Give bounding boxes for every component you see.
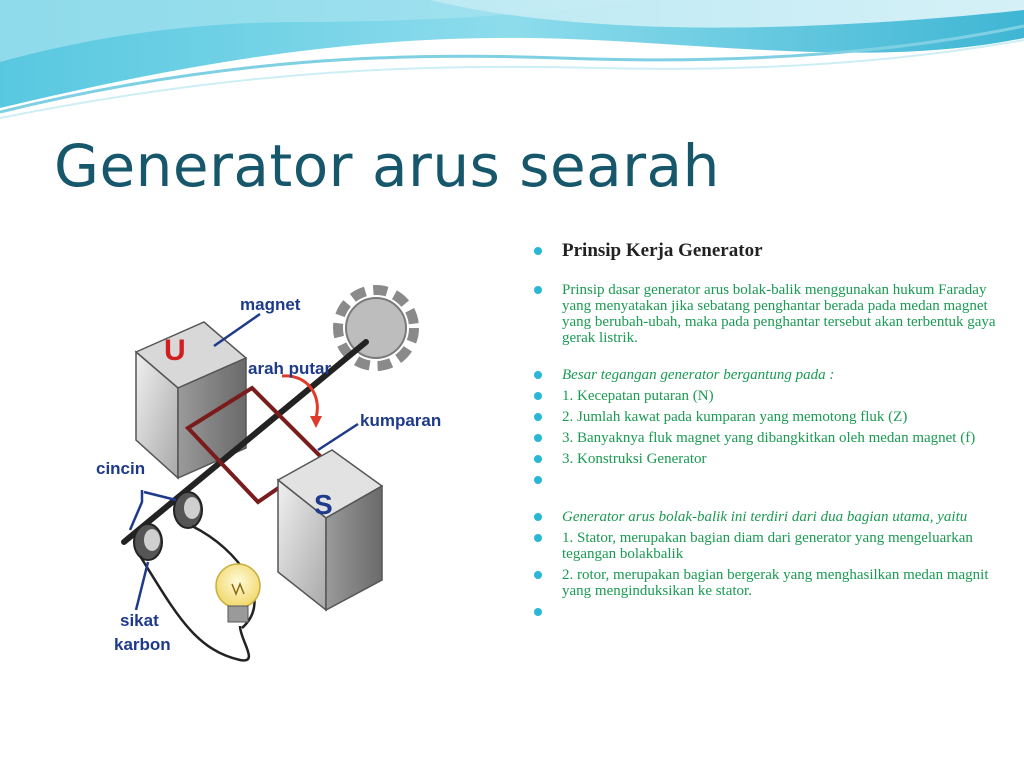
sikat-label: sikat xyxy=(120,611,159,630)
cincin-leader-line-2 xyxy=(143,490,177,502)
magnet-s-block xyxy=(276,449,384,612)
bullet-item: Generator arus bolak-balik ini terdiri d… xyxy=(530,509,1000,525)
bullet-item: 1. Stator, merupakan bagian diam dari ge… xyxy=(530,530,1000,562)
bullet-text: Generator arus bolak-balik ini terdiri d… xyxy=(562,509,968,525)
slip-rings xyxy=(133,491,203,561)
bullet-dot-icon xyxy=(534,534,542,542)
bullet-dot-icon xyxy=(534,286,542,294)
header-wave-decoration xyxy=(0,0,1024,119)
bullet-item xyxy=(530,604,1000,620)
magnet-label: magnet xyxy=(240,295,301,314)
bullet-dot-icon xyxy=(534,371,542,379)
pole-u-label: U xyxy=(164,334,186,367)
sikat-leader-line xyxy=(134,561,150,611)
magnet-leader-line xyxy=(213,312,261,348)
bullet-dot-icon xyxy=(534,455,542,463)
bullet-dot-icon xyxy=(534,392,542,400)
bullet-item: 2. rotor, merupakan bagian bergerak yang… xyxy=(530,567,1000,599)
bullet-item: 3. Konstruksi Generator xyxy=(530,451,1000,467)
magnet-u-block xyxy=(134,321,248,480)
bullet-item: 2. Jumlah kawat pada kumparan yang memot… xyxy=(530,409,1000,425)
bullet-dot-icon xyxy=(534,513,542,521)
cincin-label: cincin xyxy=(96,459,145,478)
bullet-text: 2. Jumlah kawat pada kumparan yang memot… xyxy=(562,409,908,425)
circuit-wire xyxy=(138,555,251,662)
light-bulb-icon xyxy=(215,563,261,623)
slide-title: Generator arus searah xyxy=(54,132,720,200)
bullet-dot-icon xyxy=(534,476,542,484)
bullet-dot-icon xyxy=(534,247,542,255)
bullet-item: Prinsip Kerja Generator xyxy=(530,240,1000,262)
bullet-text: 2. rotor, merupakan bagian bergerak yang… xyxy=(562,567,989,599)
bullet-text: 3. Konstruksi Generator xyxy=(562,451,707,467)
bullet-item: 1. Kecepatan putaran (N) xyxy=(530,388,1000,404)
rotor-shaft xyxy=(121,339,369,545)
karbon-label: karbon xyxy=(114,635,171,654)
bullet-text: 1. Kecepatan putaran (N) xyxy=(562,388,714,404)
bullet-dot-icon xyxy=(534,571,542,579)
kumparan-leader-line xyxy=(317,422,359,452)
bullet-text: 3. Banyaknya fluk magnet yang dibangkitk… xyxy=(562,430,976,446)
bullet-item: Prinsip dasar generator arus bolak-balik… xyxy=(530,282,1000,346)
cincin-leader-line xyxy=(128,490,144,531)
bullet-dot-icon xyxy=(534,434,542,442)
bullet-text: Prinsip dasar generator arus bolak-balik… xyxy=(562,282,996,346)
bullet-dot-icon xyxy=(534,608,542,616)
pole-s-label: S xyxy=(314,489,333,520)
rotation-arrow-icon xyxy=(281,374,322,428)
bullet-item: 3. Banyaknya fluk magnet yang dibangkitk… xyxy=(530,430,1000,446)
bullet-dot-icon xyxy=(534,413,542,421)
bullet-text: 1. Stator, merupakan bagian diam dari ge… xyxy=(562,530,973,562)
arah-putar-label: arah putar xyxy=(248,359,332,378)
bullet-text: Besar tegangan generator bergantung pada… xyxy=(562,367,835,383)
bullet-item xyxy=(530,472,1000,488)
kumparan-label: kumparan xyxy=(360,411,441,430)
bullet-item: Besar tegangan generator bergantung pada… xyxy=(530,367,1000,383)
bullet-text: Prinsip Kerja Generator xyxy=(562,240,763,261)
generator-diagram: U S magnet arah putar kumparan cincin si… xyxy=(96,285,441,662)
